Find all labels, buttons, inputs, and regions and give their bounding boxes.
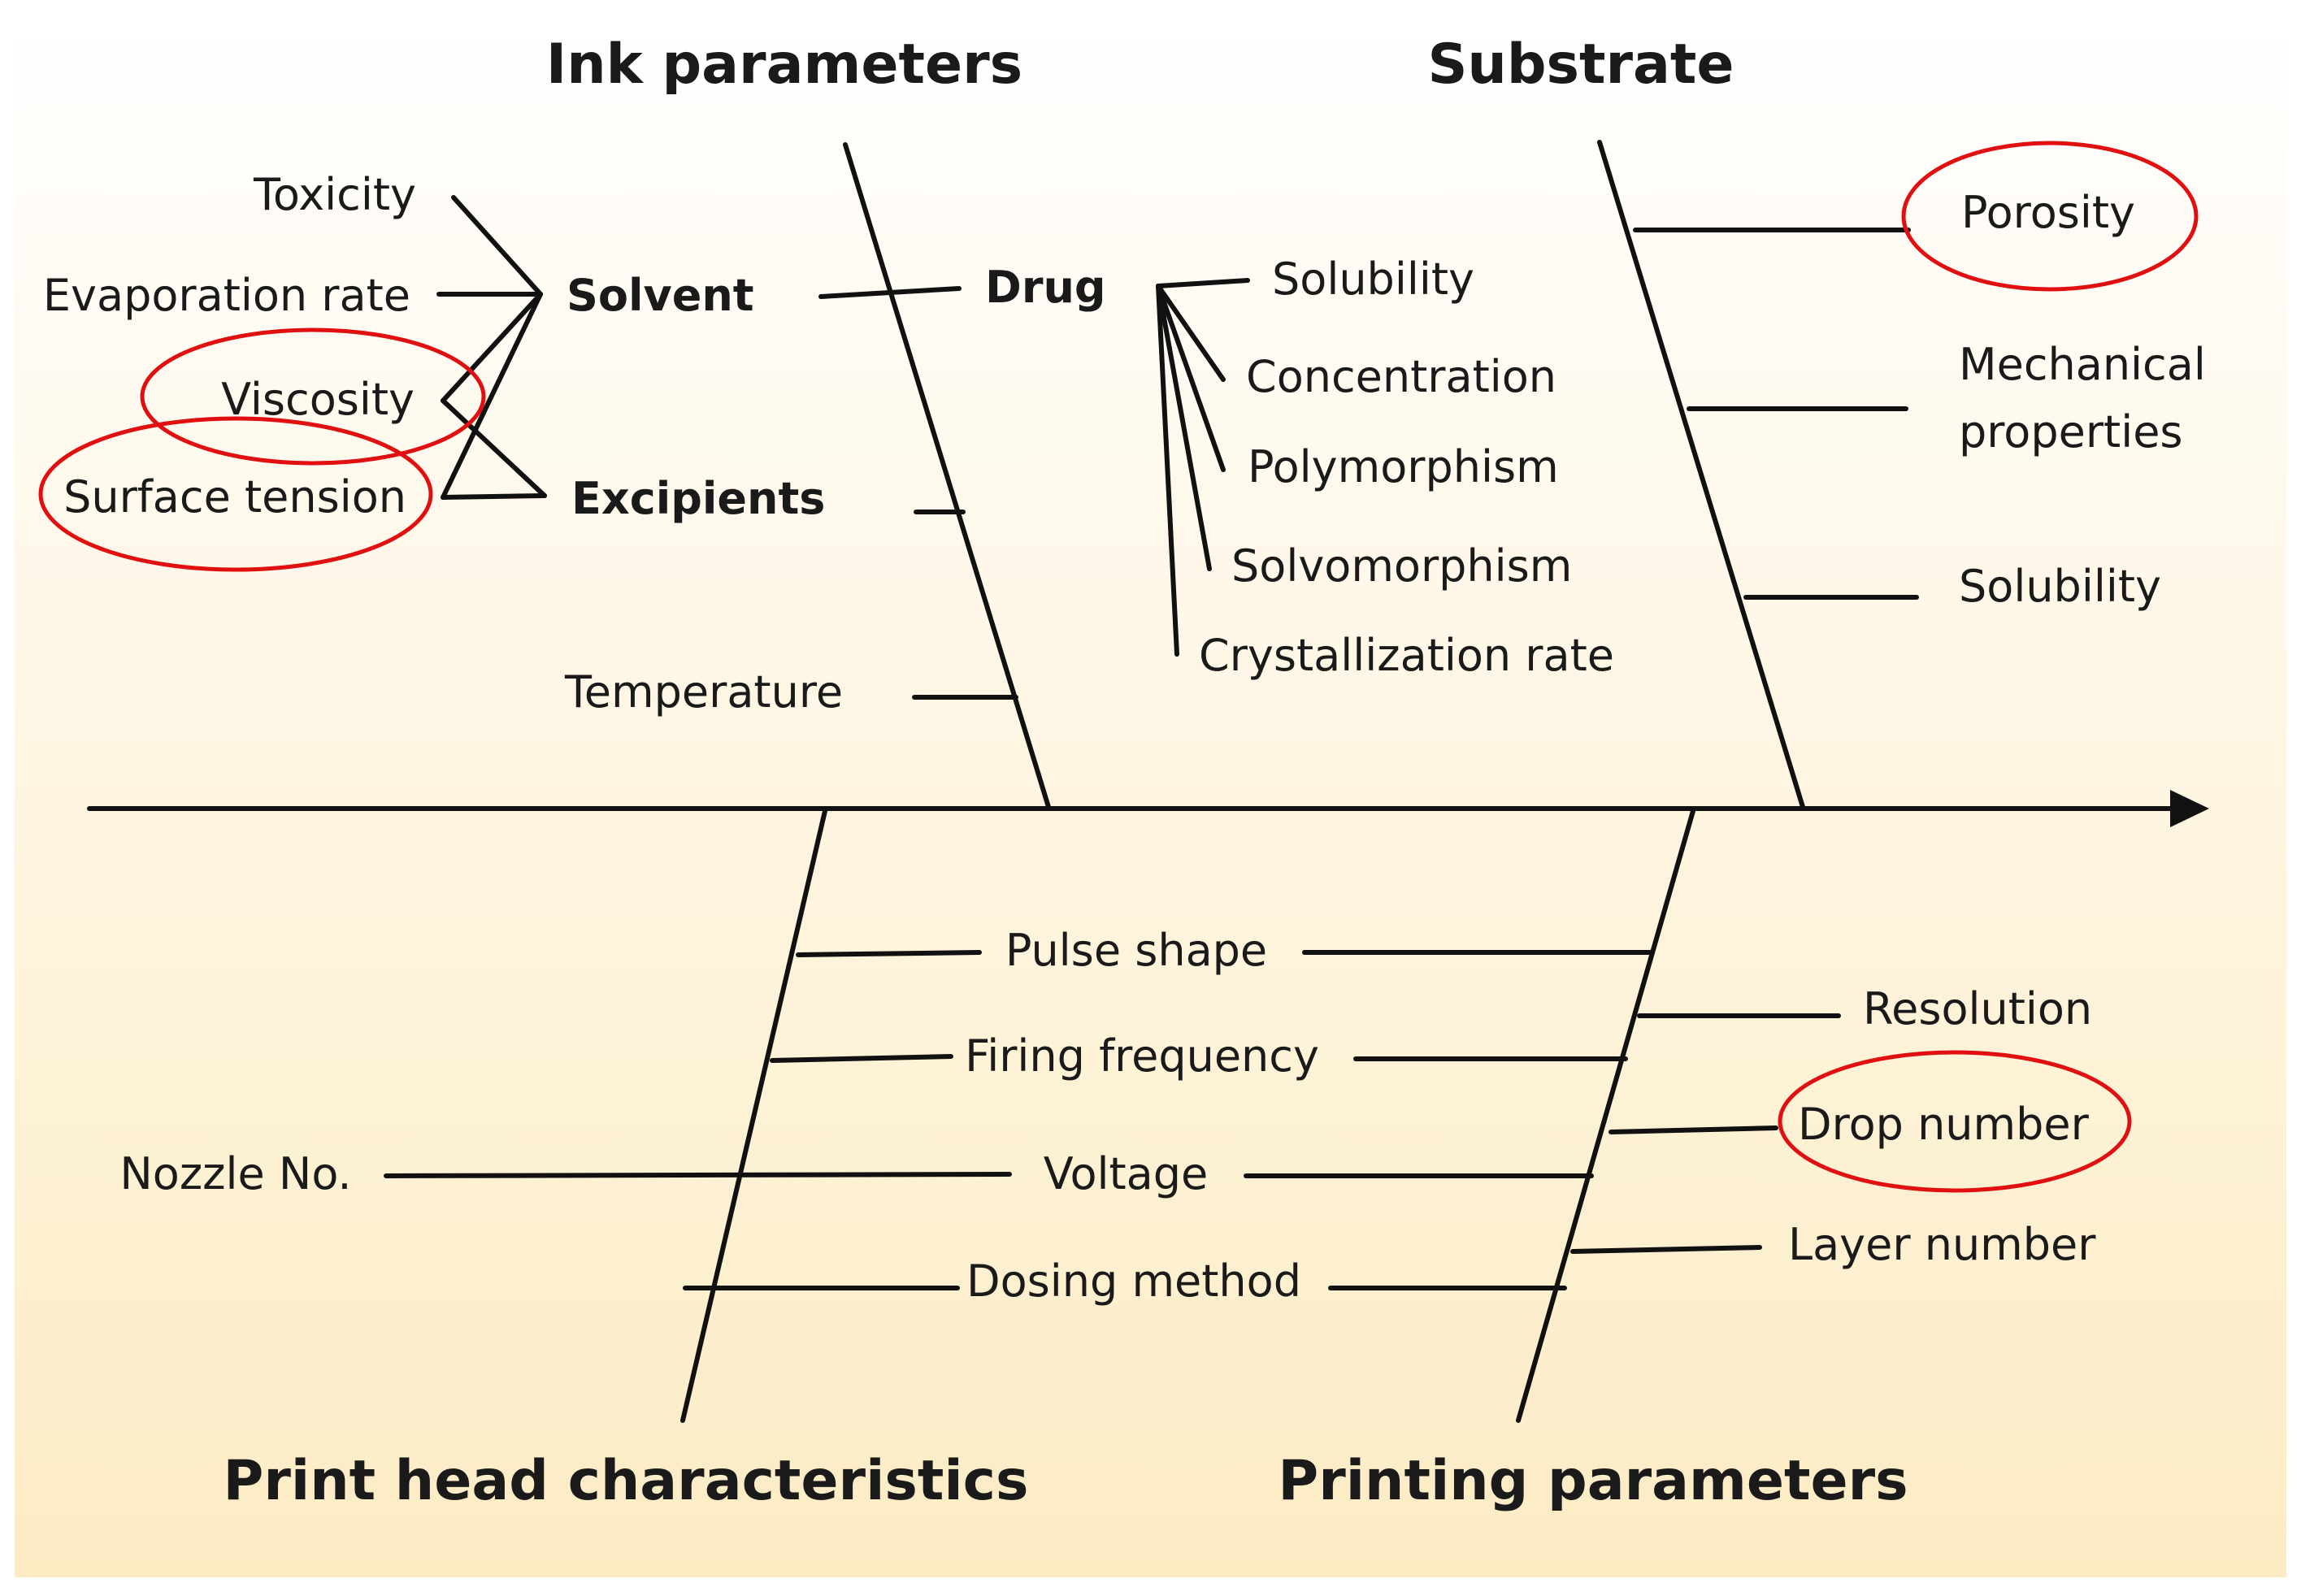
branch-pulse-shape-left bbox=[796, 950, 982, 957]
connector-viscosity-excipients bbox=[441, 398, 547, 498]
label-nozzle-no: Nozzle No. bbox=[119, 1148, 351, 1199]
bone-substrate bbox=[1597, 140, 1805, 809]
highlight-viscosity bbox=[140, 327, 486, 466]
bone-printing-parameters bbox=[1516, 809, 1695, 1423]
label-mechanical: Mechanical bbox=[1959, 339, 2206, 390]
bone-print-head bbox=[680, 809, 827, 1423]
label-solvomorphism: Solvomorphism bbox=[1231, 540, 1572, 592]
highlight-drop-number bbox=[1778, 1050, 2132, 1193]
label-polymorphism: Polymorphism bbox=[1248, 441, 1559, 492]
heading-ink-parameters: Ink parameters bbox=[546, 33, 1022, 97]
connector-drug-solvomorphism bbox=[1156, 284, 1212, 571]
label-properties: properties bbox=[1959, 406, 2183, 458]
label-drug: Drug bbox=[985, 262, 1106, 313]
connector-drug-crystallization bbox=[1156, 284, 1179, 657]
label-drug-solubility: Solubility bbox=[1272, 254, 1474, 305]
connector-drug-concentration bbox=[1156, 284, 1226, 382]
label-toxicity: Toxicity bbox=[253, 169, 416, 220]
spine-arrowhead bbox=[2170, 790, 2209, 827]
connector-drug-polymorphism bbox=[1156, 284, 1226, 472]
label-viscosity: Viscosity bbox=[221, 374, 415, 425]
connector-toxicity bbox=[451, 195, 543, 297]
branch-layer-number bbox=[1570, 1245, 1762, 1254]
highlight-porosity bbox=[1901, 141, 2199, 292]
heading-print-head: Print head characteristics bbox=[224, 1449, 1029, 1513]
label-surface-tension: Surface tension bbox=[63, 471, 406, 523]
label-drop-number: Drop number bbox=[1798, 1099, 2090, 1150]
label-firing-frequency: Firing frequency bbox=[965, 1030, 1319, 1082]
label-evaporation-rate: Evaporation rate bbox=[43, 270, 410, 321]
connector-surface-solvent bbox=[441, 292, 543, 500]
label-crystallization-rate: Crystallization rate bbox=[1199, 630, 1614, 681]
highlight-surface-tension bbox=[38, 416, 433, 572]
connector-surface-excipients bbox=[441, 493, 547, 500]
label-layer-number: Layer number bbox=[1788, 1219, 2096, 1270]
label-voltage: Voltage bbox=[1044, 1148, 1209, 1199]
label-dosing-method: Dosing method bbox=[966, 1256, 1301, 1307]
heading-substrate: Substrate bbox=[1427, 33, 1734, 97]
connector-drug-solubility bbox=[1156, 278, 1250, 288]
diagram-background bbox=[15, 15, 2286, 1577]
label-concentration: Concentration bbox=[1246, 351, 1556, 402]
label-pulse-shape: Pulse shape bbox=[1005, 925, 1267, 976]
label-substrate-solubility: Solubility bbox=[1959, 561, 2161, 612]
label-temperature: Temperature bbox=[564, 666, 843, 718]
branch-drop-number bbox=[1609, 1125, 1778, 1134]
connector-viscosity-solvent bbox=[441, 292, 543, 403]
branch-firing-left bbox=[770, 1054, 953, 1063]
branch-drug bbox=[818, 286, 962, 299]
label-excipients: Excipients bbox=[571, 473, 825, 524]
heading-printing-parameters: Printing parameters bbox=[1278, 1449, 1908, 1513]
label-solvent: Solvent bbox=[567, 270, 754, 321]
branch-nozzle-voltage-left bbox=[384, 1172, 1012, 1178]
label-porosity: Porosity bbox=[1961, 187, 2135, 238]
label-resolution: Resolution bbox=[1863, 983, 2092, 1034]
